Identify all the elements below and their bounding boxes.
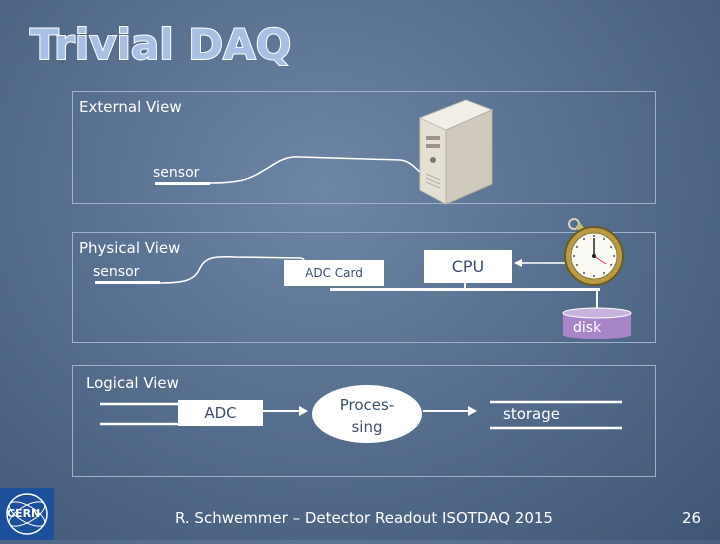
logical-adc-label: ADC (204, 404, 237, 422)
physical-sensor-cable (159, 256, 305, 284)
physical-sensor-bar (95, 281, 160, 284)
stopwatch-icon (558, 214, 628, 286)
external-sensor-label: sensor (153, 165, 200, 181)
processing-label-line1: Proces- (339, 396, 395, 414)
processing-label-line2: sing (351, 418, 383, 436)
external-sensor-cable (209, 156, 421, 184)
processing-ellipse (312, 385, 422, 443)
cpu-label: CPU (451, 257, 485, 276)
disk-icon (562, 307, 632, 339)
slide-title: Trivial DAQ (29, 19, 292, 70)
physical-view-panel (72, 232, 656, 343)
disk-label: disk (573, 320, 602, 336)
page-number: 26 (682, 509, 702, 527)
storage-label: storage (503, 405, 560, 423)
processing-label: Proces- sing (312, 394, 422, 438)
logical-view-panel (72, 365, 656, 477)
external-sensor-bar (155, 182, 210, 185)
adc-card-box: ADC Card (284, 260, 384, 286)
adc-to-processing-arrowhead (299, 406, 308, 416)
cern-logo-text: CERN (7, 507, 41, 520)
cern-logo-icon: CERN (0, 488, 54, 540)
external-view-label: External View (79, 98, 182, 116)
external-view-panel (72, 91, 656, 204)
cpu-bus-connector (464, 283, 466, 289)
adc-card-label: ADC Card (305, 266, 363, 280)
logical-view-label: Logical View (86, 374, 179, 392)
physical-view-label: Physical View (79, 239, 181, 257)
processing-to-storage-arrowhead (468, 406, 477, 416)
arrowhead (514, 259, 522, 267)
logical-adc-box: ADC (178, 400, 263, 426)
physical-sensor-label: sensor (93, 264, 140, 280)
cpu-box: CPU (424, 250, 512, 283)
footer-text: R. Schwemmer – Detector Readout ISOTDAQ … (175, 509, 553, 527)
computer-tower-icon (412, 96, 502, 208)
bus-line (330, 288, 600, 291)
